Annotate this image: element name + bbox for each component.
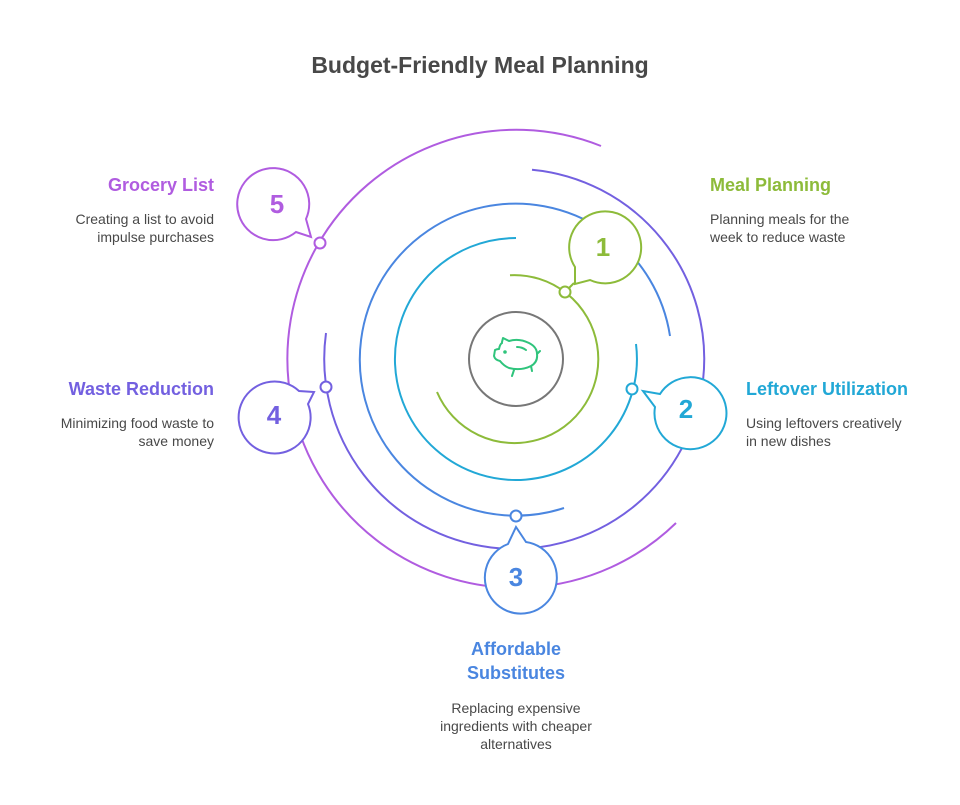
- step-4-number: 4: [267, 400, 282, 430]
- step-3-bubble: 3: [483, 509, 558, 615]
- step-1-description: Planning meals for the week to reduce wa…: [710, 210, 849, 246]
- step-4-description-line: Minimizing food waste to: [60, 415, 214, 431]
- step-3-marker: [509, 509, 523, 523]
- step-4-bubble: 4: [237, 380, 333, 455]
- step-2-marker: [625, 382, 639, 396]
- arc-waste-reduction: [323, 168, 706, 550]
- step-4-title: Waste Reduction: [68, 379, 214, 399]
- step-5-number: 5: [270, 189, 284, 219]
- arc-meal-planning: [436, 274, 600, 445]
- step-1-description-line: Planning meals for the: [710, 211, 850, 227]
- step-2-bubble: 2: [625, 376, 728, 451]
- step-2-description-line: Using leftovers creatively: [746, 415, 902, 431]
- step-5-title: Grocery List: [107, 175, 214, 195]
- step-5-description: Creating a list to avoid impulse purchas…: [14, 210, 214, 246]
- arc-leftover-utilization: [393, 237, 638, 481]
- step-2-description: Using leftovers creatively in new dishes: [746, 414, 902, 450]
- step-4-description-line: save money: [138, 433, 214, 449]
- step-2-number: 2: [679, 394, 693, 424]
- step-5-bubble: 5: [236, 167, 327, 250]
- step-1-marker: [558, 285, 572, 299]
- step-4-marker: [319, 380, 333, 394]
- step-3-number: 3: [509, 562, 523, 592]
- step-5-description-line: Creating a list to avoid: [75, 211, 214, 227]
- step-3-description-line: Replacing expensive: [451, 700, 581, 716]
- step-1-bubble: 1: [558, 210, 643, 299]
- center-ring: [468, 311, 564, 407]
- step-1-description-line: week to reduce waste: [710, 229, 846, 245]
- step-5-marker: [313, 236, 327, 250]
- step-3-description: Replacing expensive ingredients with che…: [396, 699, 636, 753]
- piggy-bank-icon: [493, 337, 541, 377]
- diagram-title: Budget-Friendly Meal Planning: [311, 52, 649, 78]
- step-5-description-line: impulse purchases: [97, 229, 214, 245]
- step-4-description: Minimizing food waste to save money: [14, 414, 214, 450]
- step-2-title: Leftover Utilization: [746, 379, 909, 399]
- step-3-description-line: alternatives: [480, 736, 552, 752]
- step-3-description-line: ingredients with cheaper: [440, 718, 592, 734]
- step-3-title-line: Affordable: [471, 639, 561, 659]
- step-1-number: 1: [596, 232, 610, 262]
- step-2-description-line: in new dishes: [746, 433, 831, 449]
- step-3-title: Affordable Substitutes: [416, 637, 616, 685]
- step-3-title-line: Substitutes: [466, 663, 565, 683]
- step-1-title: Meal Planning: [710, 175, 832, 195]
